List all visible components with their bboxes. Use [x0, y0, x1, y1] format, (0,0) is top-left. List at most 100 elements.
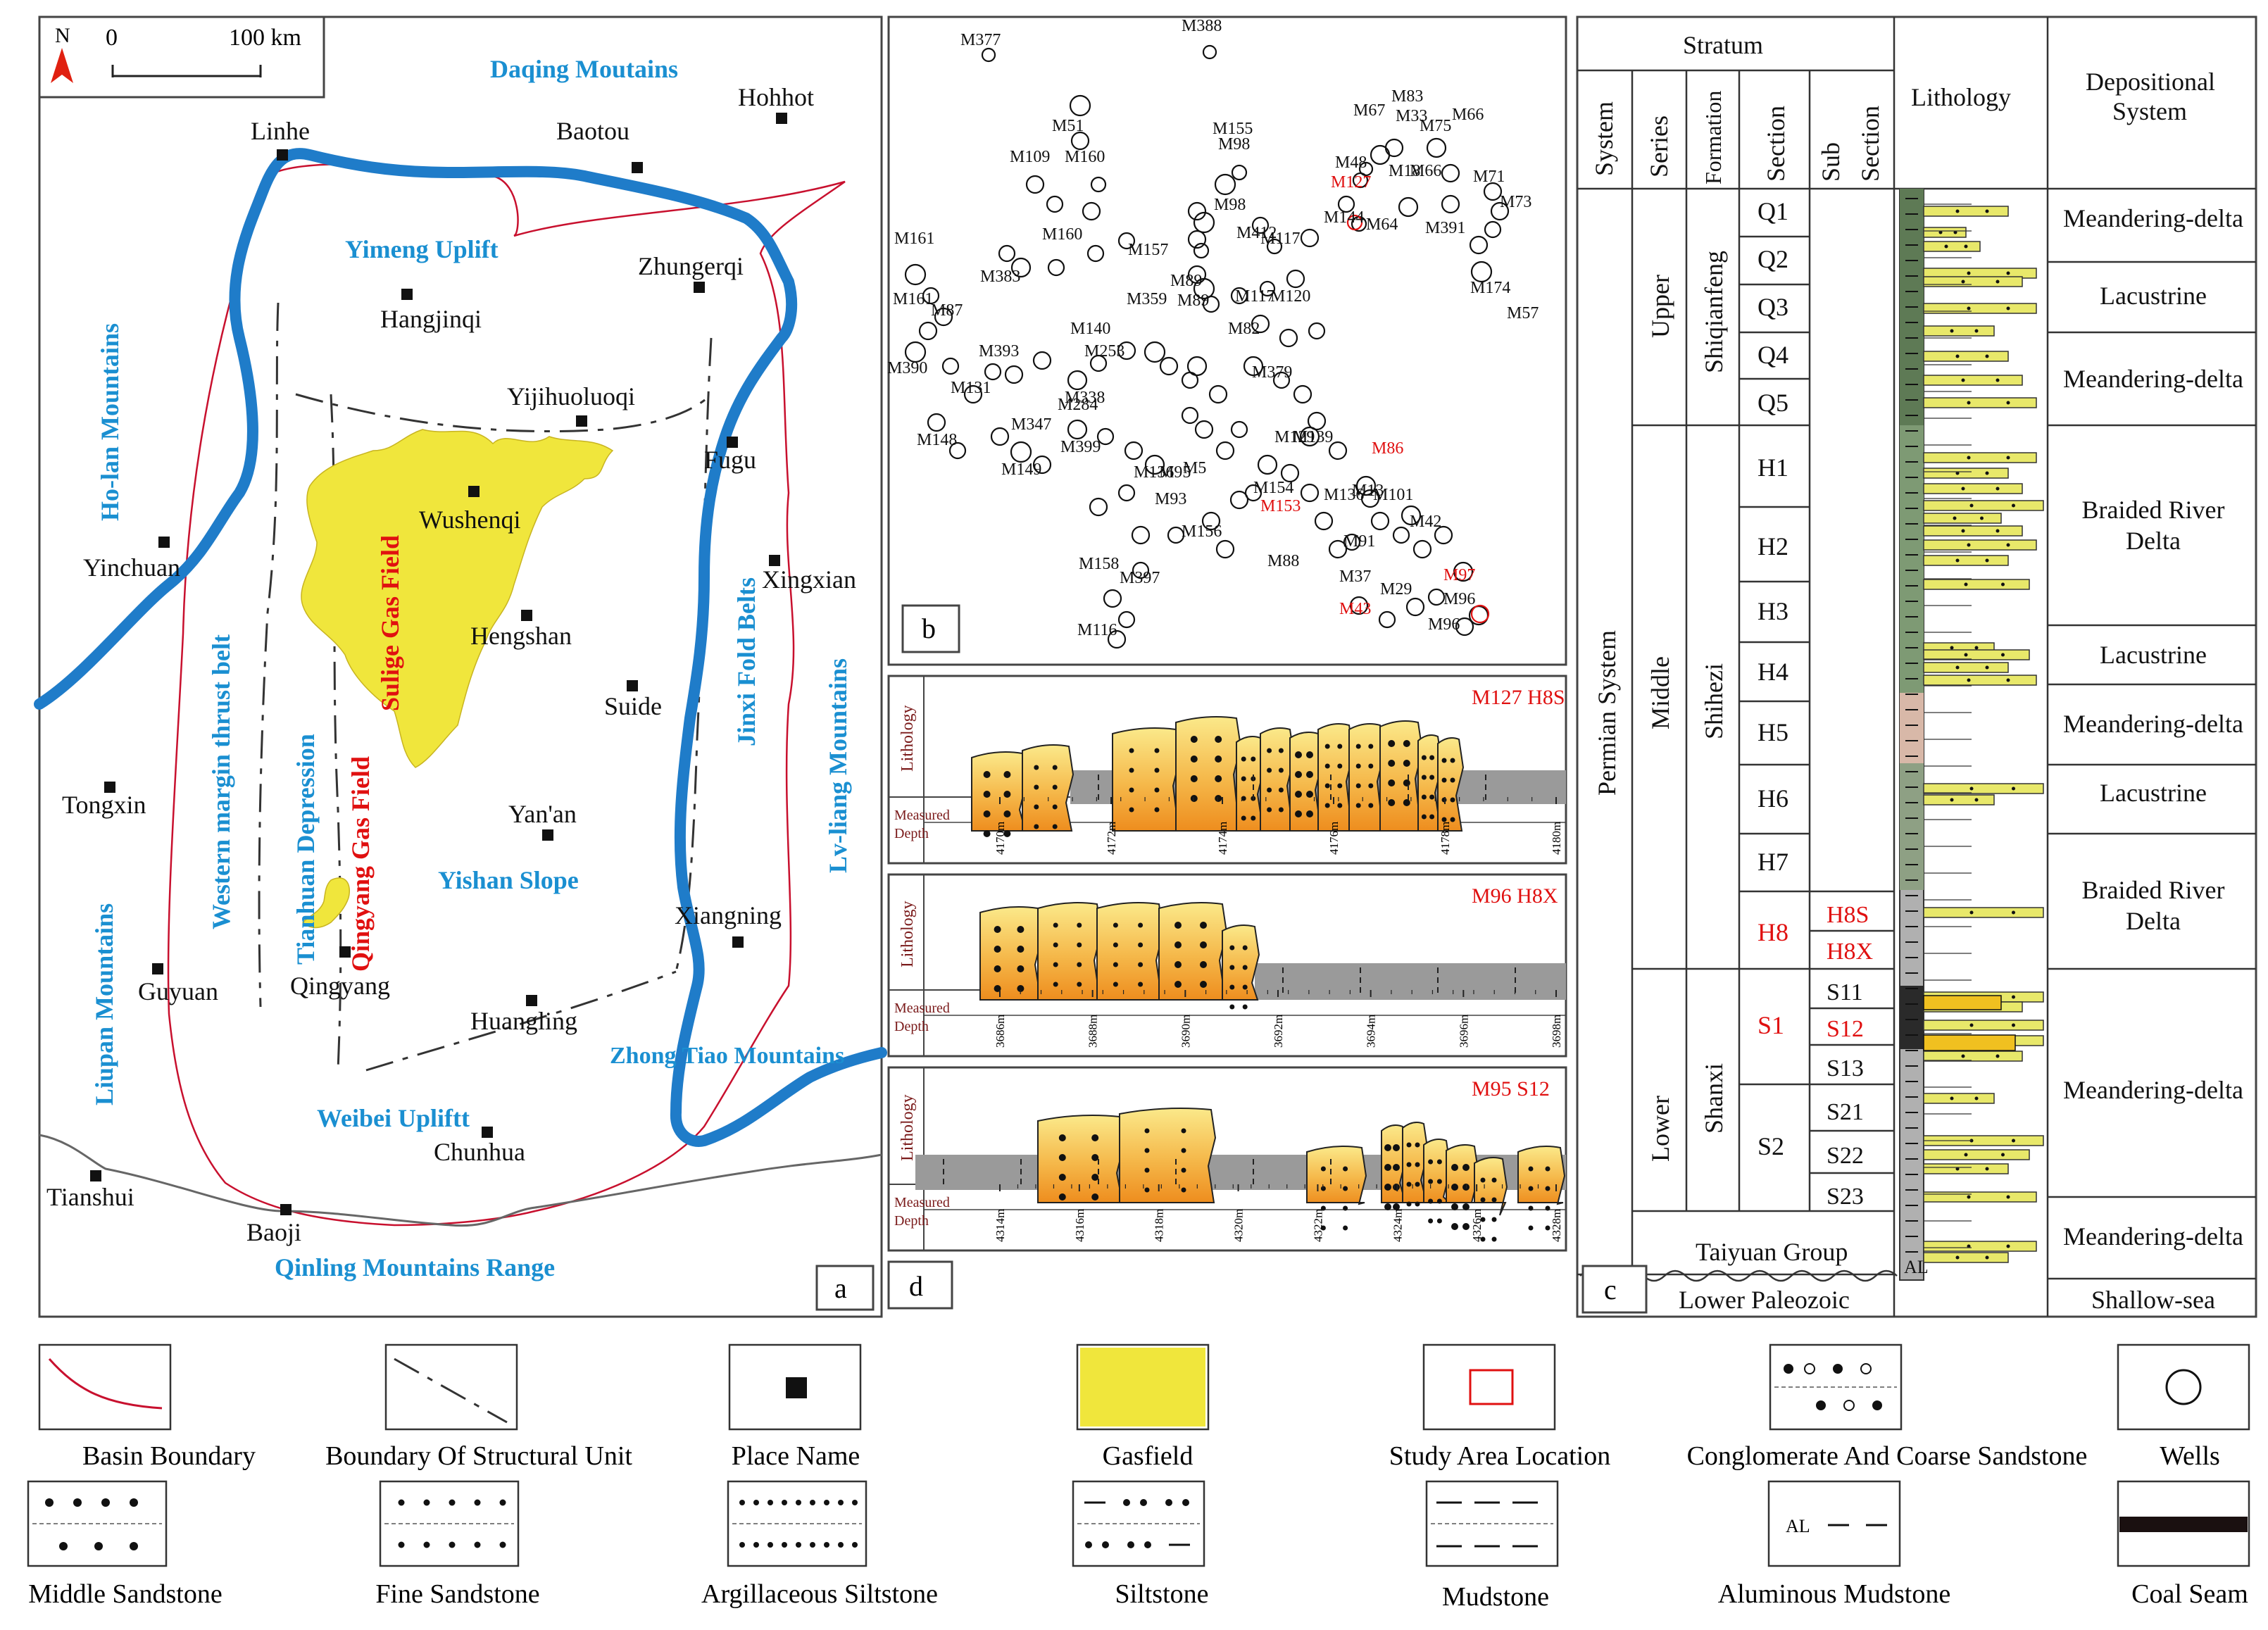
gasfield-labels: Sulige Gas Field Qingyang Gas Field — [346, 535, 404, 972]
well-icon — [1124, 441, 1144, 460]
series-middle: Middle — [1646, 656, 1674, 729]
gasfield-label: Sulige Gas Field — [376, 535, 404, 711]
qingyang-gasfield — [301, 877, 350, 929]
well-icon — [1215, 539, 1235, 559]
well-label: M51 — [1052, 117, 1084, 135]
place-label: Baotou — [556, 117, 629, 145]
header-depositional-1: Depositional — [2086, 68, 2215, 96]
well-label: M157 — [1128, 241, 1168, 259]
well-icon — [1086, 244, 1105, 263]
well-label: M338 — [1065, 389, 1105, 407]
lithology-bar — [1923, 375, 2023, 386]
region-label: Ho-lan Mountains — [96, 323, 124, 521]
well-label: M120 — [1270, 287, 1310, 306]
depositional-label: Meandering-delta — [2063, 1076, 2243, 1104]
place-label: Suide — [604, 692, 662, 720]
depositional-label: Meandering-delta — [2063, 365, 2243, 393]
well-icon — [1032, 351, 1052, 370]
depositional-label: Braided River — [2082, 496, 2225, 524]
lithology-bar — [1923, 794, 1995, 805]
well-icon — [1070, 131, 1090, 151]
lithology-bar — [1923, 468, 2009, 479]
well-swatch-icon — [2165, 1369, 2202, 1405]
well-icon — [1010, 441, 1032, 463]
well-icon — [1286, 269, 1305, 289]
lithology-bar — [1923, 325, 1995, 337]
header-lithology: Lithology — [1911, 83, 2011, 111]
legend-label: Study Area Location — [1389, 1441, 1610, 1471]
well-label: M66 — [1452, 106, 1484, 124]
well-icon — [1067, 419, 1088, 440]
log-depth-tick: 4174m — [1216, 822, 1229, 855]
well-icon — [1117, 610, 1136, 629]
well-icon — [984, 363, 1002, 381]
header-depositional-2: System — [2112, 97, 2187, 125]
header-subsection-1: Sub — [1817, 142, 1845, 182]
well-label: M48 — [1335, 153, 1367, 172]
lithology-bar — [1923, 662, 2009, 673]
well-label: M156 — [1182, 522, 1222, 541]
lithology-bars — [1905, 198, 2044, 1263]
section-label: Q4 — [1758, 341, 1788, 369]
lithology-bar — [1923, 1020, 2044, 1031]
well-icon — [963, 384, 983, 404]
place-markers — [90, 113, 787, 1215]
qinling-boundary — [39, 1134, 882, 1227]
well-label: M284 — [1058, 396, 1098, 414]
well-icon — [904, 263, 927, 286]
sandstone-bed — [971, 751, 1028, 832]
sandstone-bed — [1222, 924, 1260, 1001]
log-tag: M96 H8X — [1472, 884, 1558, 908]
lithology-bar — [1923, 907, 2044, 918]
well-icon — [1426, 137, 1447, 158]
well-icon — [1279, 328, 1298, 348]
well-icon — [1117, 484, 1136, 502]
region-label: Jinxi Fold Belts — [732, 577, 760, 746]
well-icon — [927, 413, 946, 432]
well-icon — [1257, 454, 1278, 475]
place-label: Hohhot — [738, 83, 814, 111]
panel-a-map: N 0 100 km — [34, 15, 887, 1318]
log-tag: M95 S12 — [1472, 1077, 1550, 1101]
legend-label: Gasfield — [1103, 1441, 1193, 1471]
well-icon — [1193, 211, 1215, 234]
place-label: Xiangning — [675, 901, 782, 929]
sandstone-bed — [1158, 902, 1228, 1001]
sandstone-bed — [1119, 1108, 1217, 1203]
formation-shihezi: Shihezi — [1700, 663, 1728, 739]
well-label: M73 — [1500, 193, 1531, 211]
place-label: Guyuan — [138, 977, 218, 1005]
well-label: M96 — [1443, 590, 1475, 608]
well-icon — [1107, 629, 1127, 649]
well-label: M96 — [1428, 615, 1460, 634]
well-icon — [1484, 220, 1502, 239]
log-depth-tick: 3690m — [1179, 1015, 1192, 1048]
log-depth-tick: 4316m — [1073, 1209, 1086, 1242]
subsection-label: H8S — [1827, 902, 1869, 928]
well-icon — [1201, 511, 1221, 531]
well-label: M67 — [1353, 101, 1385, 120]
log-depth-label: Measured — [894, 1001, 950, 1016]
well-icon — [1398, 196, 1419, 218]
well-label: M91 — [1343, 532, 1375, 551]
scale-label: 100 km — [229, 25, 301, 51]
well-label: M93 — [1155, 490, 1186, 508]
depositional-label: Lacustrine — [2100, 779, 2207, 807]
column-grid — [1577, 17, 2256, 1317]
section-label: S2 — [1758, 1132, 1784, 1160]
well-label: M390 — [887, 359, 927, 377]
study-area-swatch — [1469, 1369, 1514, 1405]
region-label: Yimeng Uplift — [345, 235, 499, 263]
well-icon — [1231, 164, 1248, 181]
region-label: Liupan Mountains — [90, 903, 118, 1105]
well-label: M161 — [894, 230, 934, 248]
well-icon — [1117, 341, 1136, 361]
section-label: H6 — [1758, 784, 1788, 813]
well-icon — [1378, 610, 1396, 629]
sandstone-bed — [1022, 744, 1075, 832]
legend-label: Argillaceous Siltstone — [701, 1579, 938, 1609]
lithology-bar — [1923, 555, 2009, 566]
lithology-bar — [1923, 500, 2044, 511]
well-icon — [1229, 490, 1249, 510]
